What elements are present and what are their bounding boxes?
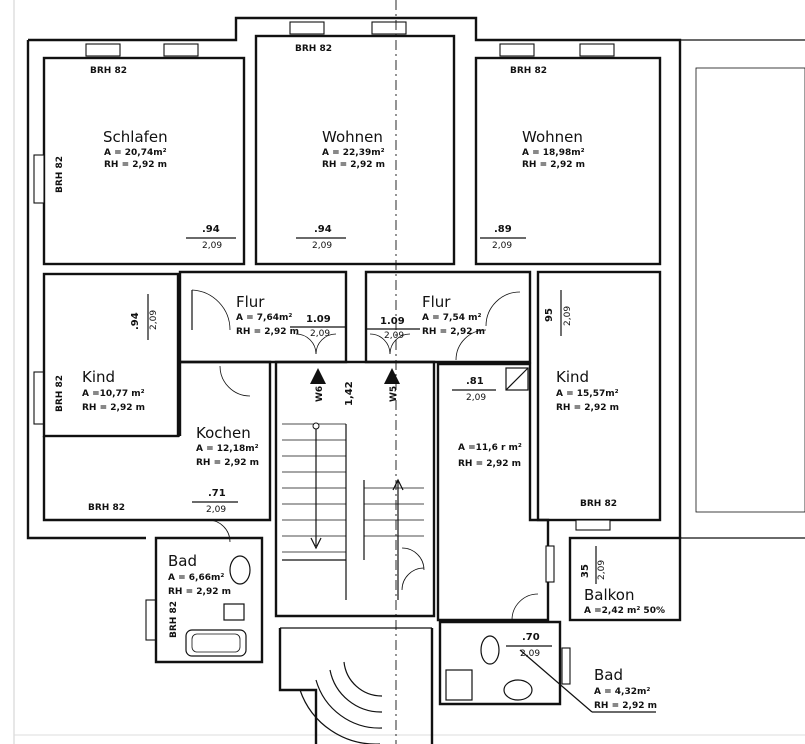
room-area: A = 6,66m² [168, 573, 224, 583]
brh-label: BRH 82 [90, 66, 127, 76]
dim-width: .70 [522, 632, 540, 643]
room-area: A = 4,32m² [594, 687, 650, 697]
dimension-labels: .94 2,09 .94 2,09 .89 2,09 .94 2,09 95 2… [130, 224, 607, 659]
dim-width: 1.09 [380, 316, 405, 327]
label-w5: W5 [389, 386, 399, 402]
double-doors [295, 333, 411, 355]
room-area: A = 7,64m² [236, 313, 292, 323]
room-name: Bad [594, 666, 623, 684]
room-name: Kind [82, 368, 115, 386]
room-area: A = 18,98m² [522, 148, 585, 158]
brh-label: BRH 82 [55, 156, 65, 193]
room-wohnen-center: BRH 82 Wohnen A = 22,39m² RH = 2,92 m [254, 34, 456, 266]
dim-height: 2,09 [384, 331, 404, 341]
dim-width: .94 [202, 224, 220, 235]
dim-width: .94 [314, 224, 332, 235]
room-height: RH = 2,92 m [522, 160, 585, 170]
room-height: RH = 2,92 m [594, 701, 657, 711]
dim-width: .81 [466, 376, 484, 387]
room-height: RH = 2,92 m [236, 327, 299, 337]
room-name: Flur [422, 293, 451, 311]
room-kochen: BRH 82 Kochen A = 12,18m² RH = 2,92 m [42, 360, 272, 522]
room-area: A =2,42 m² 50% [584, 606, 665, 616]
outer-walls [26, 16, 805, 540]
room-name: Wohnen [322, 128, 383, 146]
room-height: RH = 2,92 m [322, 160, 385, 170]
brh-label: BRH 82 [169, 601, 179, 638]
room-height: RH = 2,92 m [104, 160, 167, 170]
room-name: Kochen [196, 424, 251, 442]
room-height: RH = 2,92 m [458, 459, 521, 469]
dim-height: 2,09 [312, 241, 332, 251]
room-area: A = 15,57m² [556, 389, 619, 399]
label-w6: W6 [315, 386, 325, 402]
room-name: Wohnen [522, 128, 583, 146]
room-name: Bad [168, 552, 197, 570]
dim-height: 2,09 [520, 649, 540, 659]
triangle-w6-icon [310, 368, 326, 384]
dim-height: 2,09 [597, 560, 607, 580]
room-area: A = 22,39m² [322, 148, 385, 158]
room-area: A = 20,74m² [104, 148, 167, 158]
brh-label: BRH 82 [580, 499, 617, 509]
dim-height: 2,09 [206, 505, 226, 515]
room-schlafen: BRH 82 Schlafen A = 20,74m² RH = 2,92 m [42, 56, 246, 266]
dim-width: .94 [130, 312, 141, 330]
room-name: Flur [236, 293, 265, 311]
brh-label: BRH 82 [88, 503, 125, 513]
dim-width: .71 [208, 488, 226, 499]
room-height: RH = 2,92 m [422, 327, 485, 337]
room-height: RH = 2,92 m [168, 587, 231, 597]
room-name: Schlafen [103, 128, 168, 146]
brh-label: BRH 82 [295, 44, 332, 54]
dim-height: 2,09 [492, 241, 512, 251]
dim-width: 1.09 [306, 314, 331, 325]
room-height: RH = 2,92 m [196, 458, 259, 468]
windows-right [545, 519, 611, 685]
room-kitchen-right: A =11,6 r m² RH = 2,92 m [436, 362, 550, 622]
dim-width: 35 [580, 564, 591, 578]
room-name: Kind [556, 368, 589, 386]
room-bad-right: Bad A = 4,32m² RH = 2,92 m [438, 620, 657, 713]
dim-width: .89 [494, 224, 512, 235]
room-bad-left: Bad A = 6,66m² RH = 2,92 m [154, 519, 264, 664]
brh-label: BRH 82 [510, 66, 547, 76]
dim-height: 2,09 [202, 241, 222, 251]
room-wohnen-right: BRH 82 Wohnen A = 18,98m² RH = 2,92 m [474, 56, 662, 266]
dim-height: 2,09 [149, 310, 159, 330]
stairwell: W6 W5 1,42 [274, 360, 436, 618]
dim-width: 95 [544, 308, 555, 322]
brh-label: BRH 82 [55, 375, 65, 412]
room-height: RH = 2,92 m [82, 403, 145, 413]
room-area: A = 7,54 m² [422, 313, 481, 323]
room-balkon: Balkon A =2,42 m² 50% [568, 536, 682, 622]
room-height: RH = 2,92 m [556, 403, 619, 413]
room-flur-right: Flur A = 7,54 m² RH = 2,92 m [364, 270, 532, 364]
dim-stair-width: 1,42 [344, 381, 355, 406]
room-area: A =10,77 m² [82, 389, 145, 399]
room-name: Balkon [584, 586, 635, 604]
dim-height: 2,09 [563, 306, 573, 326]
dim-height: 2,09 [310, 329, 330, 339]
room-area: A =11,6 r m² [458, 443, 522, 453]
windows-top [85, 21, 615, 57]
dim-height: 2,09 [466, 393, 486, 403]
room-area: A = 12,18m² [196, 444, 259, 454]
room-kind-right: Kind A = 15,57m² RH = 2,92 m BRH 82 [536, 270, 662, 522]
